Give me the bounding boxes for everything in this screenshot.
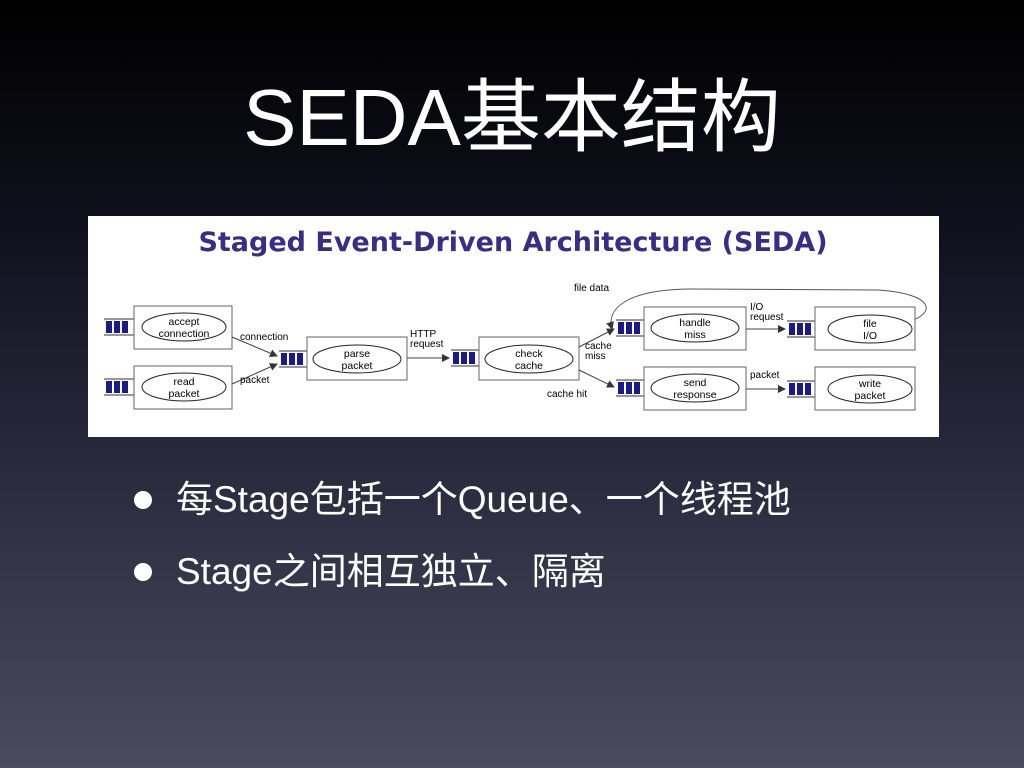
- edge-packet-in: [231, 363, 278, 385]
- slide-title: SEDA基本结构: [243, 73, 781, 162]
- bullet-item: Stage之间相互独立、隔离: [130, 550, 990, 594]
- label-http-request: HTTP: [410, 329, 436, 340]
- label-io-request: I/O: [750, 302, 764, 313]
- bullet-item: 每Stage包括一个Queue、一个线程池: [130, 478, 990, 522]
- stage-send-response: send response: [616, 366, 747, 411]
- queue-icon: [787, 380, 816, 398]
- stage-label-line: connection: [159, 328, 210, 340]
- stage-label-line: cache: [515, 360, 543, 372]
- stage-label-line: read: [173, 376, 194, 388]
- seda-diagram: Staged Event-Driven Architecture (SEDA) …: [88, 216, 939, 437]
- queue-icon: [279, 350, 308, 368]
- queue-icon: [616, 319, 645, 337]
- label-cache-hit: cache hit: [547, 389, 587, 400]
- bullet-dot-icon: [134, 563, 152, 581]
- stage-parse-packet: parse packet: [279, 336, 408, 381]
- edge-file-data: [606, 288, 927, 330]
- edge-cache-hit: [578, 369, 615, 388]
- diagram-title: Staged Event-Driven Architecture (SEDA): [198, 227, 827, 258]
- stage-label-line: file: [863, 318, 877, 330]
- stage-read-packet: read packet: [104, 365, 233, 410]
- label-cache-miss: miss: [585, 351, 606, 362]
- bullet-dot-icon: [134, 491, 152, 509]
- queue-icon: [451, 349, 480, 367]
- label-packet-in: packet: [240, 375, 270, 386]
- stage-check-cache: check cache: [451, 336, 580, 381]
- label-io-request: request: [750, 312, 784, 323]
- label-packet-out: packet: [750, 370, 780, 381]
- edge-cache-miss: [578, 328, 615, 348]
- label-cache-miss: cache: [585, 341, 612, 352]
- stage-label-line: parse: [344, 348, 370, 360]
- stage-label-line: packet: [855, 390, 886, 402]
- stage-label-line: response: [673, 389, 716, 401]
- stage-label-line: handle: [679, 317, 711, 329]
- label-http-request: request: [410, 339, 444, 350]
- queue-icon: [616, 379, 645, 397]
- bullet-text: 每Stage包括一个Queue、一个线程池: [176, 479, 791, 520]
- stage-label-line: packet: [169, 388, 200, 400]
- queue-icon: [787, 320, 816, 338]
- stage-label-line: send: [684, 377, 707, 389]
- stage-handle-miss: handle miss: [616, 306, 747, 351]
- stage-accept-connection: accept connection: [104, 305, 233, 350]
- bullet-list: 每Stage包括一个Queue、一个线程池 Stage之间相互独立、隔离: [130, 478, 990, 622]
- stage-label-line: accept: [169, 316, 200, 328]
- stage-label-line: packet: [342, 360, 373, 372]
- stage-label-line: write: [858, 378, 881, 390]
- label-file-data: file data: [574, 283, 609, 294]
- label-connection: connection: [240, 332, 288, 343]
- stage-label-line: I/O: [863, 330, 877, 342]
- edge-connection: [231, 336, 278, 357]
- stage-write-packet: write packet: [787, 366, 916, 411]
- queue-icon: [104, 318, 135, 336]
- stage-label-line: check: [515, 348, 543, 360]
- stage-file-io: file I/O: [787, 306, 916, 351]
- bullet-text: Stage之间相互独立、隔离: [176, 551, 606, 592]
- stage-label-line: miss: [684, 329, 706, 341]
- queue-icon: [104, 378, 135, 396]
